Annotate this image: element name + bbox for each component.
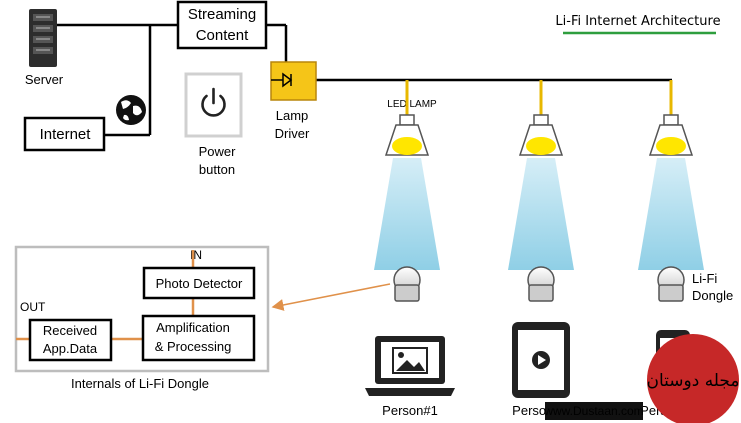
streaming-content-box xyxy=(176,0,268,50)
watermark-site: www.Dustaan.com xyxy=(543,404,643,418)
internals-caption: Internals of Li-Fi Dongle xyxy=(71,376,209,391)
amplification-box xyxy=(141,314,256,362)
received-data-box xyxy=(28,318,113,362)
received-label-line2: App.Data xyxy=(43,341,98,356)
internet-label: Internet xyxy=(40,126,92,143)
received-label-line1: Received xyxy=(43,323,97,338)
lamp-driver-box xyxy=(270,61,317,101)
dongle-label-line1: Li-Fi xyxy=(692,271,717,286)
power-label-line1: Power xyxy=(199,144,237,159)
svg-text:مجله دوستان: مجله دوستان xyxy=(646,371,739,391)
light-beam-1 xyxy=(374,158,440,270)
lifi-dongle-3 xyxy=(657,266,685,302)
power-button-box xyxy=(184,72,243,138)
streaming-label-line1: Streaming xyxy=(188,6,256,23)
lamp-driver-label-line1: Lamp xyxy=(276,108,309,123)
watermark-logo: مجله دوستان xyxy=(646,334,740,423)
led-lamp-3 xyxy=(648,80,694,156)
diagram-title: Li-Fi Internet Architecture xyxy=(555,14,720,29)
dongle-to-internals-arrow xyxy=(271,283,391,311)
amplification-label-line2: & Processing xyxy=(155,339,232,354)
power-label-line2: button xyxy=(199,162,235,177)
lifi-dongle-1 xyxy=(393,266,421,302)
amplification-label-line1: Amplification xyxy=(156,320,230,335)
globe-icon xyxy=(116,95,146,125)
photo-detector-label: Photo Detector xyxy=(156,276,243,291)
led-lamp-label: LED LAMP xyxy=(387,99,437,110)
lifi-dongle-2 xyxy=(527,266,555,302)
lamp-driver-symbol xyxy=(271,72,293,88)
led-lamp-2 xyxy=(518,80,564,156)
power-icon xyxy=(201,87,226,117)
light-beam-2 xyxy=(508,158,574,270)
streaming-label-line2: Content xyxy=(196,27,249,44)
out-label: OUT xyxy=(20,300,46,314)
laptop-icon xyxy=(365,336,455,396)
light-beam-3 xyxy=(638,158,704,270)
internet-box xyxy=(23,116,106,152)
dongle-label-line2: Dongle xyxy=(692,288,733,303)
internals-wires xyxy=(16,250,195,341)
tablet-icon xyxy=(512,322,570,398)
server-icon xyxy=(29,9,57,67)
server-label: Server xyxy=(25,72,64,87)
photo-detector-box xyxy=(142,266,256,300)
person-1-label: Person#1 xyxy=(382,403,438,418)
watermark-site-bg xyxy=(545,402,643,420)
network-wires xyxy=(57,23,672,137)
lamp-driver-label-line2: Driver xyxy=(275,126,310,141)
led-lamp-1 xyxy=(384,80,430,156)
